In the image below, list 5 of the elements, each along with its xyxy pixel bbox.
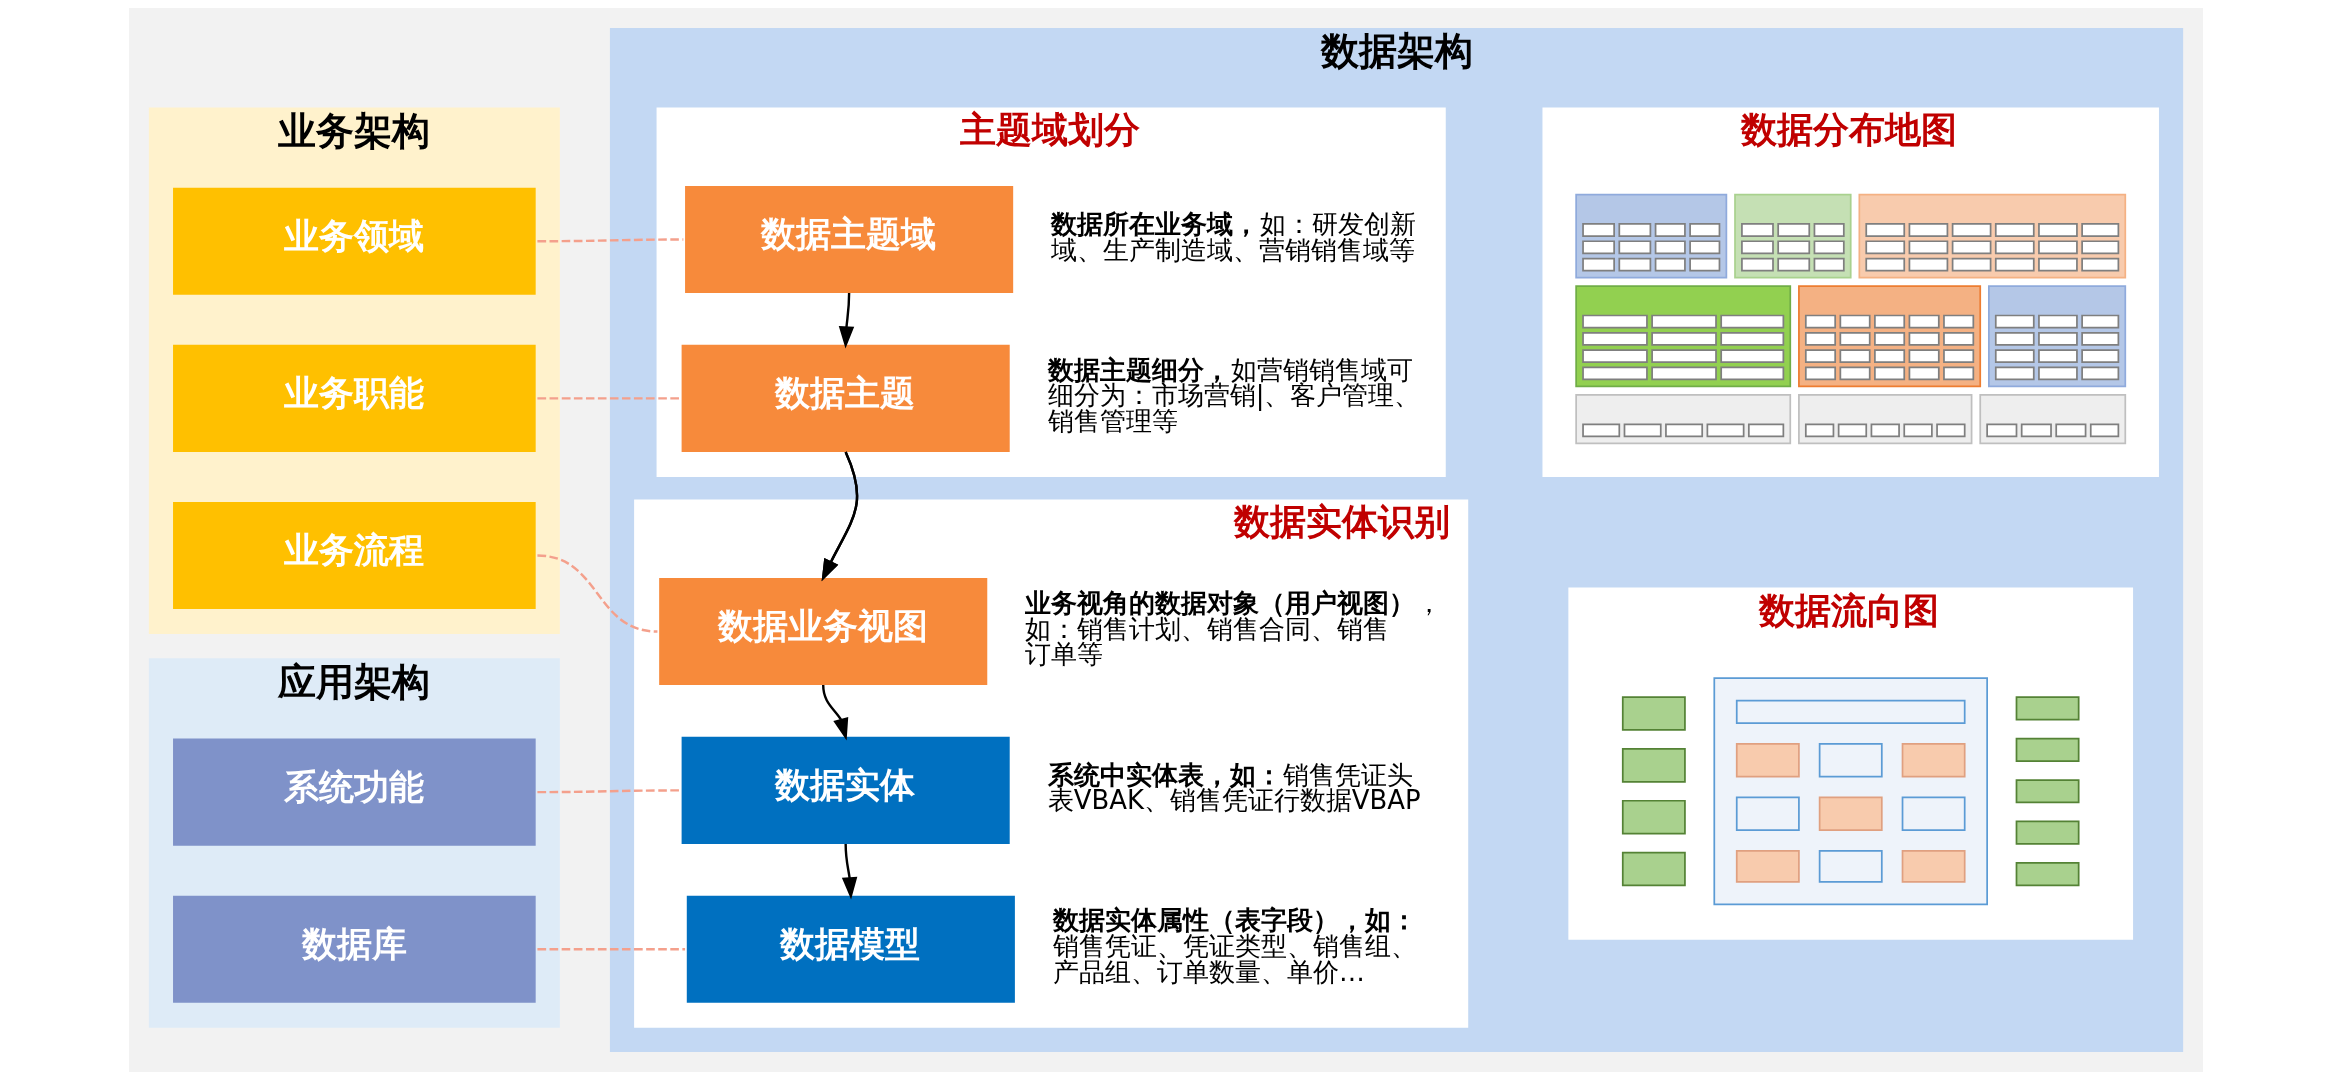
node-label: 系统中实体表，如：销售凭证头表VBAK、销售凭证行数据VBAP [1047,759,1421,816]
node-label: 业务视角的数据对象（用户视图），如：销售计划、销售合同、销售订单等 [1025,587,1442,670]
node-label: 数据实体属性（表字段），如：销售凭证、凭证类型、销售组、产品组、订单数量、单价… [1052,905,1417,988]
node-label: 数据所在业务域，如：研发创新域、生产制造域、营销销售域等 [1051,208,1417,265]
node-label: 数据主题细分，如营销销售域可细分为：市场营销|、客户管理、销售管理等 [1047,354,1421,437]
